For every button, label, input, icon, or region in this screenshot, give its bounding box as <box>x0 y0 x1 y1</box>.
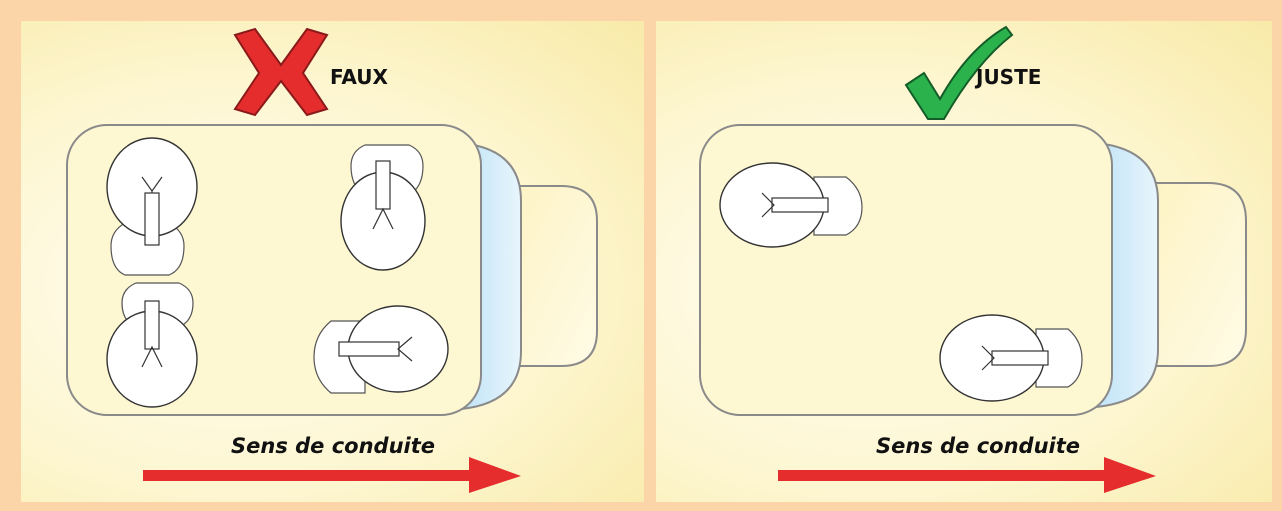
caption-wrong: Sens de conduite <box>231 434 436 458</box>
wheel-top <box>719 162 863 248</box>
panel-correct-drawing <box>699 25 1247 493</box>
panel-correct: JUSTE Sens de conduite <box>656 21 1272 502</box>
green-checkmark-icon <box>904 25 1014 120</box>
wheel-bottom-left <box>106 282 198 408</box>
panel-wrong: FAUX Sens de conduite <box>21 21 644 502</box>
driving-direction-arrow <box>778 457 1156 493</box>
driving-direction-arrow <box>143 457 521 493</box>
wheel-top-right <box>340 144 426 271</box>
wheel-top-left <box>106 137 198 276</box>
verdict-label-correct: JUSTE <box>976 65 1042 89</box>
verdict-label-wrong: FAUX <box>330 65 388 89</box>
red-cross-icon <box>233 27 329 117</box>
caption-correct: Sens de conduite <box>876 434 1081 458</box>
panel-wrong-drawing <box>66 27 598 493</box>
wheel-bottom-right <box>313 305 449 394</box>
truck-cab <box>1095 141 1247 409</box>
wheel-bottom <box>939 314 1083 402</box>
